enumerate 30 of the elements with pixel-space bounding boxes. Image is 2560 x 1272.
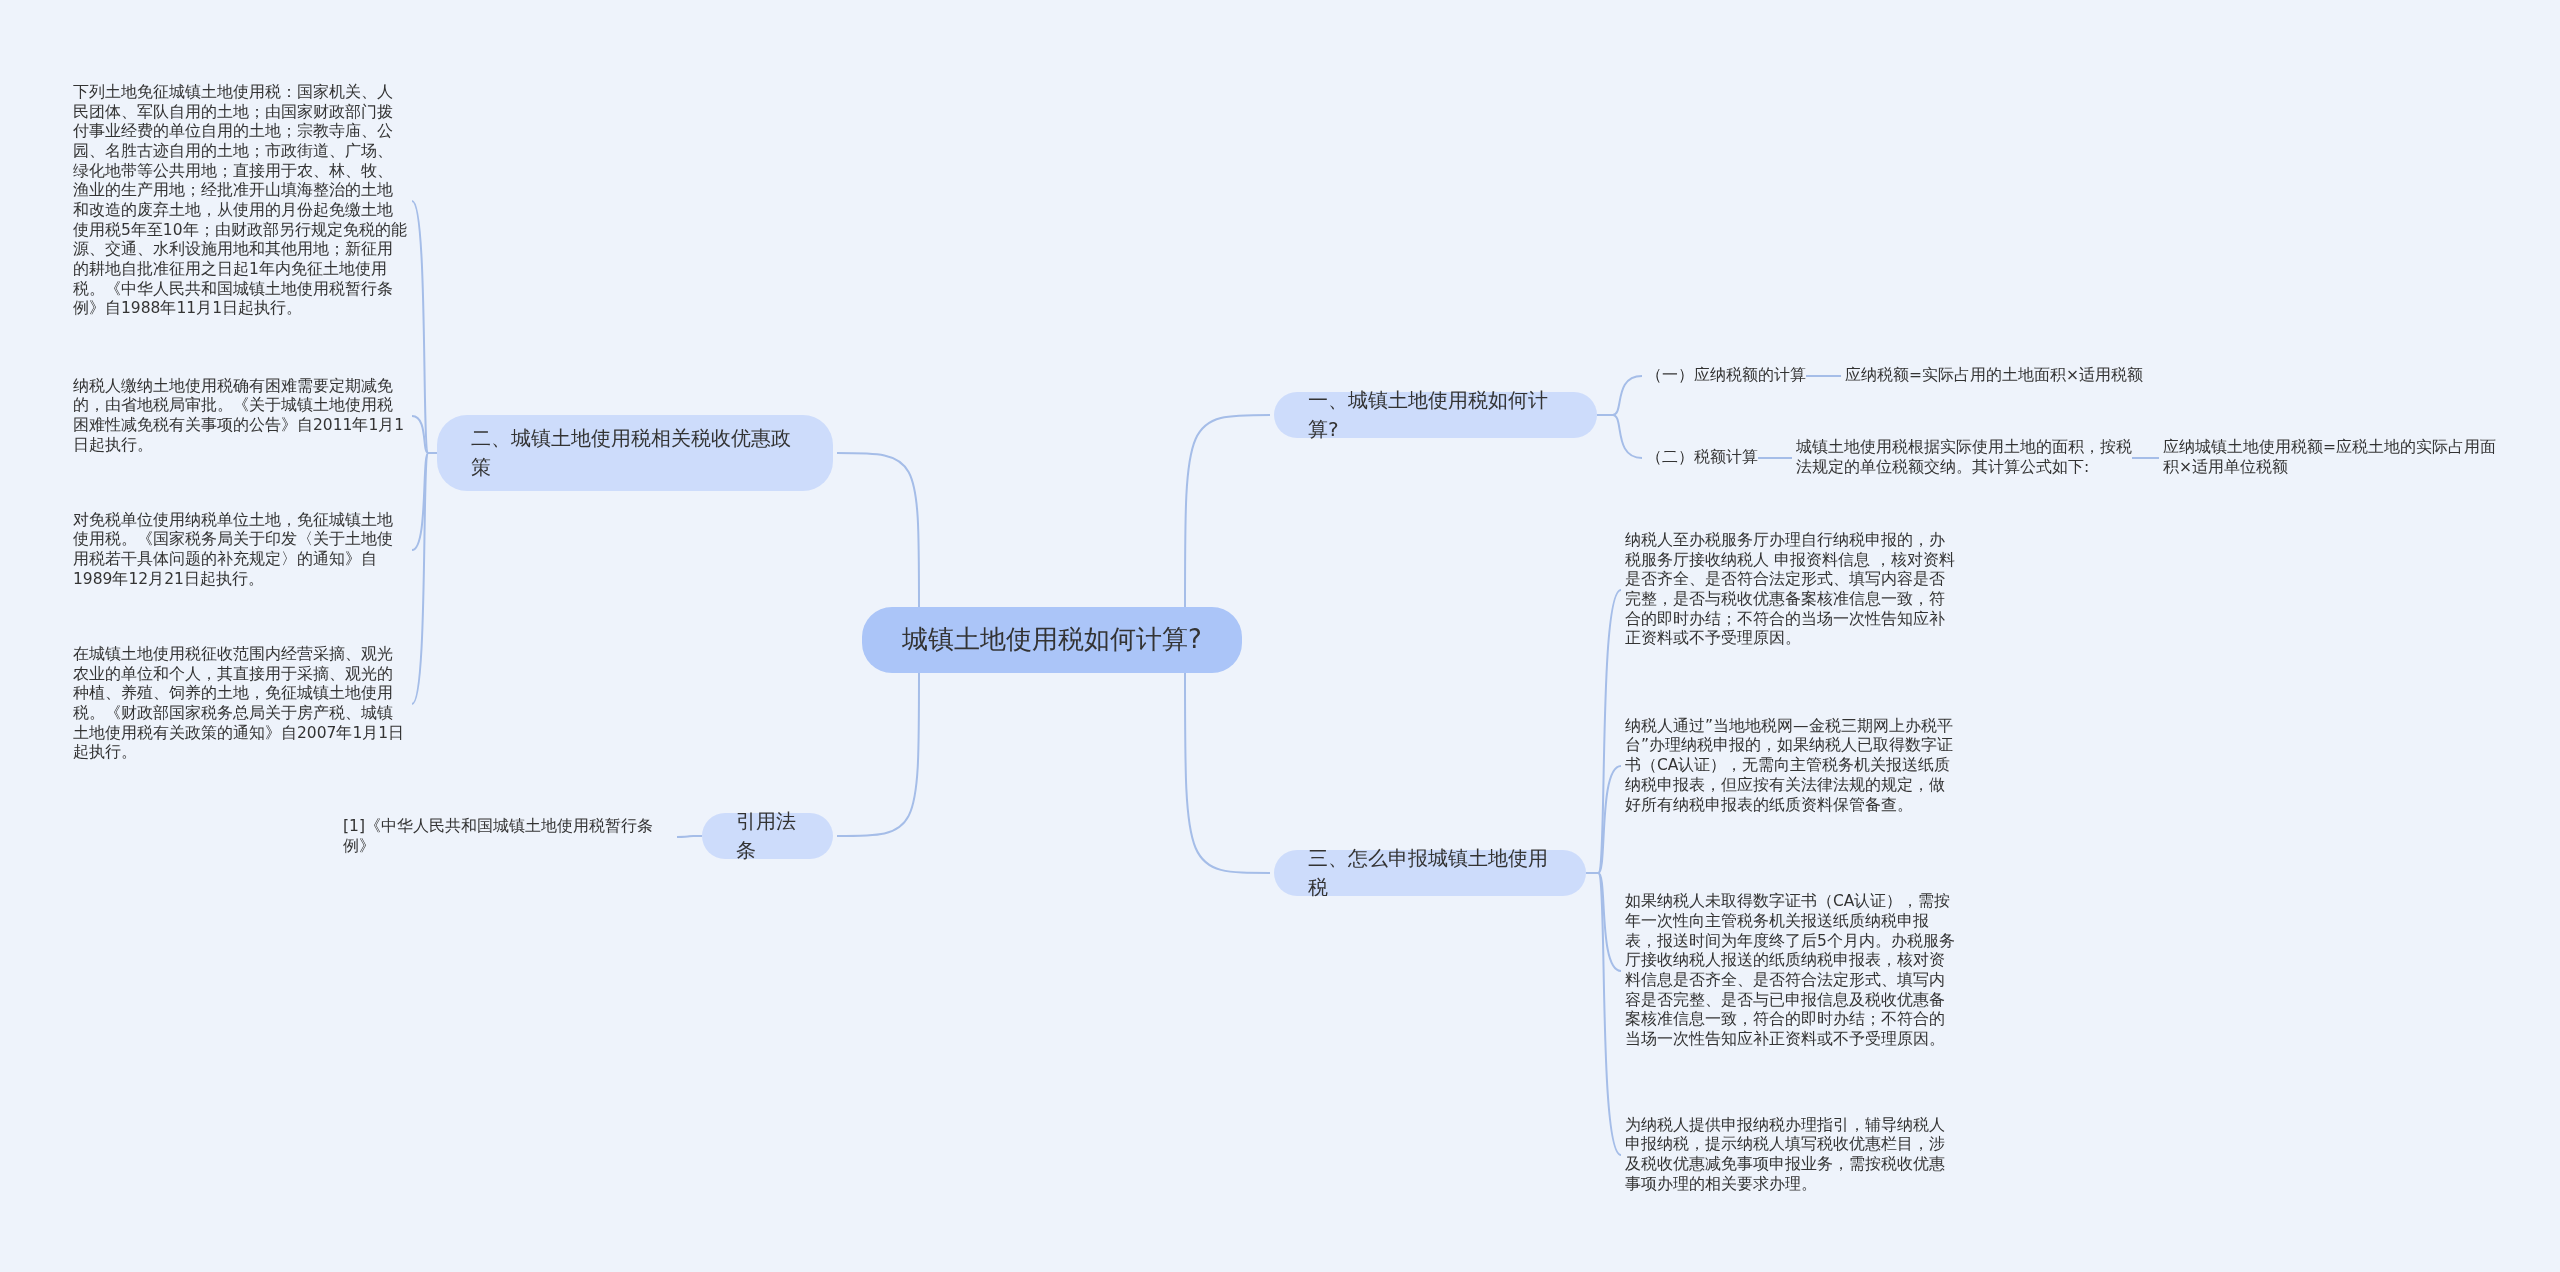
note-text: 纳税人至办税服务厅办理自行纳税申报的，办税服务厅接收纳税人 申报资料信息 ，核对资料是否齐全、是否符合法定形式、填写内容是否完整，是否与税收优惠备案核准信息一致，符合的即时办结；不符合的当场一次性告知应补正资料或不予受理原因。: [1625, 524, 1960, 656]
note-text: 为纳税人提供申报纳税办理指引，辅导纳税人申报纳税，提示纳税人填写税收优惠栏目，涉及税收优惠减免事项申报业务，需按税收优惠事项办理的相关要求办理。: [1625, 1111, 1960, 1199]
connector-line: [836, 452, 920, 608]
branch-pill: 引用法条: [702, 813, 833, 859]
note-text: （一）应纳税额的计算: [1646, 362, 1806, 390]
note-text: 纳税人缴纳土地使用税确有困难需要定期减免的，由省地税局审批。《关于城镇土地使用税困难性减免税有关事项的公告》自2011年1月1日起执行。: [73, 373, 408, 459]
connector-line: [1184, 672, 1271, 874]
branch-pill: 一、城镇土地使用税如何计算?: [1274, 392, 1597, 438]
connector-line: [2131, 457, 2160, 459]
note-text: 应纳城镇土地使用税额=应税土地的实际占用面积×适用单位税额: [2163, 434, 2503, 482]
note-text: 应纳税额=实际占用的土地面积×适用税额: [1845, 362, 2155, 390]
note-text: 下列土地免征城镇土地使用税：国家机关、人民团体、军队自用的土地；由国家财政部门拨付事业经费的单位自用的土地；宗教寺庙、公园、名胜古迹自用的土地；市政街道、广场、绿化地带等公共用地；直接用于农、林、牧、渔业的生产用地；经批准开山填海整治的土地和改造的废弃土地，从使用的月份起免缴土地使用税5年至10年；由财政部另行规定免税的能源、交通、水利设施用地和其他用地；新征用的耕地自批准征用之日起1年内免征土地使用税。《中华人民共和国城镇土地使用税暂行条例》自1988年11月1日起执行。: [73, 73, 408, 329]
connector-line: [676, 835, 703, 838]
branch-pill: 二、城镇土地使用税相关税收优惠政策: [437, 415, 833, 491]
connector-line: [836, 672, 920, 837]
connector-line: [1184, 414, 1271, 608]
note-text: 城镇土地使用税根据实际使用土地的面积，按税法规定的单位税额交纳。其计算公式如下:: [1796, 434, 2132, 482]
note-text: 纳税人通过”当地地税网—金税三期网上办税平台”办理纳税申报的，如果纳税人已取得数字证书（CA认证），无需向主管税务机关报送纸质纳税申报表，但应按有关法律法规的规定，做好所有纳税申报表的纸质资料保管备查。: [1625, 700, 1960, 832]
topic-pill: 城镇土地使用税如何计算?: [862, 607, 1242, 673]
note-text: 在城镇土地使用税征收范围内经营采摘、观光农业的单位和个人，其直接用于采摘、观光的种植、养殖、饲养的土地，免征城镇土地使用税。《财政部国家税务总局关于房产税、城镇土地使用税有关政策的通知》自2007年1月1日起执行。: [73, 640, 408, 768]
connector-line: [411, 452, 438, 705]
branch-pill: 三、怎么申报城镇土地使用税: [1274, 850, 1586, 896]
note-text: （二）税额计算: [1646, 444, 1758, 472]
note-text: [1]《中华人民共和国城镇土地使用税暂行条例》: [343, 814, 673, 860]
connector-line: [1757, 457, 1793, 459]
note-text: 对免税单位使用纳税单位土地，免征城镇土地使用税。《国家税务局关于印发〈关于土地使用税若干具体问题的补充规定〉的通知》自1989年12月21日起执行。: [73, 507, 408, 593]
connector-line: [1585, 872, 1622, 1156]
connector-line: [1805, 375, 1842, 377]
note-text: 如果纳税人未取得数字证书（CA认证），需按年一次性向主管税务机关报送纸质纳税申报表，报送时间为年度终了后5个月内。办税服务厅接收纳税人报送的纸质纳税申报表，核对资料信息是否齐全、是否符合法定形式、填写内容是否完整、是否与已申报信息及税收优惠备案核准信息一致，符合的即时办结；不符合的当场一次性告知应补正资料或不予受理原因。: [1625, 875, 1960, 1067]
connector-line: [1596, 414, 1643, 459]
